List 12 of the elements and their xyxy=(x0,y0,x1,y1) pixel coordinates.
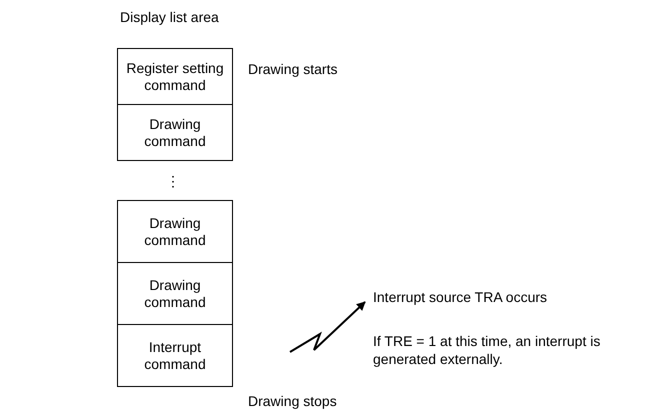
zigzag-arrow xyxy=(289,301,366,353)
event-text: Interrupt source TRA occurs xyxy=(373,288,593,308)
memory-cell: Register setting command xyxy=(117,48,233,105)
note-text: If TRE = 1 at this time, an interrupt is generated externally. xyxy=(373,332,602,368)
annotation-text: Drawing starts xyxy=(248,60,338,78)
area-title: Display list area xyxy=(120,8,219,26)
annotation-text: Drawing stops xyxy=(248,392,337,410)
ellipsis-mark: ⋮ xyxy=(166,172,180,190)
memory-cell: Interrupt command xyxy=(117,324,233,387)
memory-cell: Drawing command xyxy=(117,104,233,161)
memory-cell: Drawing command xyxy=(117,262,233,325)
memory-cell: Drawing command xyxy=(117,200,233,263)
